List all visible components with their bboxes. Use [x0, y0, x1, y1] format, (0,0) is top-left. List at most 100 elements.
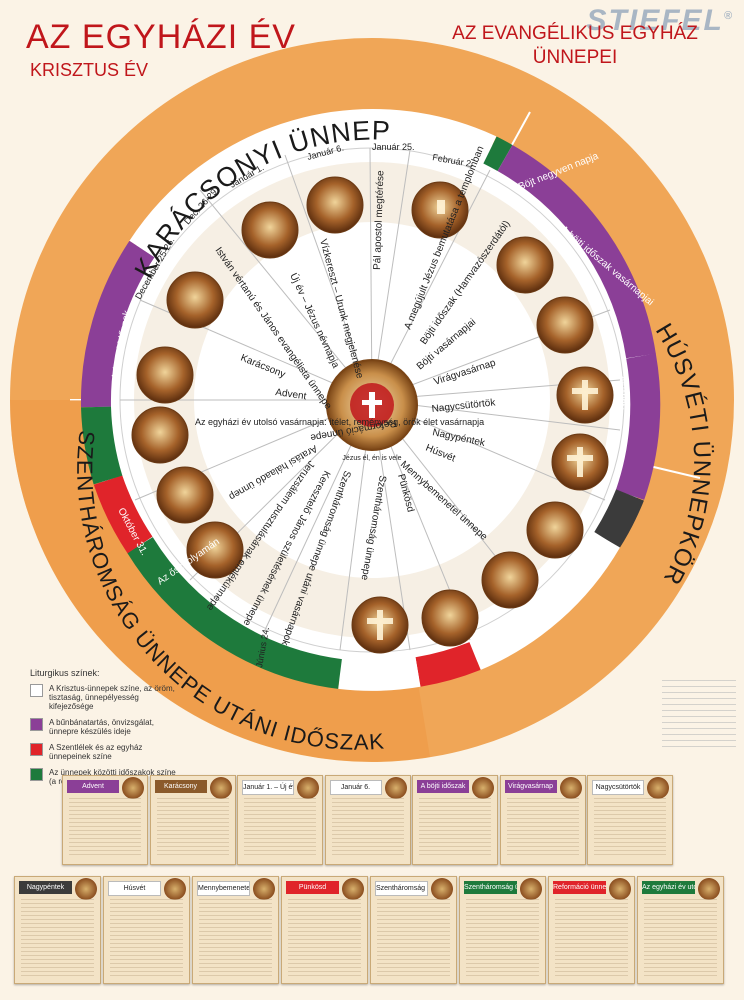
center-motto: Jézus él, én is vele	[342, 455, 401, 462]
legend-swatch	[30, 743, 43, 756]
feast-card-icon	[342, 878, 364, 900]
date-dec26: Dec. 26-29.	[182, 185, 221, 226]
medallion-presentation	[411, 181, 469, 239]
liturgical-color-band	[80, 108, 661, 691]
medallion-lent	[496, 236, 554, 294]
feast-jeruzsalem: Jeruzsálem pusztulásának emlékünnepe	[204, 458, 317, 613]
legend-item: A Szentlélek és az egyház ünnepeinek szí…	[30, 743, 180, 761]
band-pentecost	[415, 641, 481, 687]
band-label-holy-week: Nagyhét	[616, 375, 629, 410]
feast-nagycsutortok: Nagycsütörtök	[431, 397, 497, 415]
feast-card: A böjti időszak	[412, 775, 498, 865]
feast-pal: Pál apostol megtérése	[372, 170, 386, 270]
date-dec25: December 25-26.	[133, 236, 176, 301]
feast-card: Szentháromság ünnepe	[370, 876, 457, 984]
feast-card-text	[555, 899, 628, 977]
feast-card-title: Advent	[67, 780, 119, 793]
band-easter-white	[469, 532, 620, 670]
feast-card-icon	[164, 878, 186, 900]
feast-card-title: Virágvasárnap	[504, 780, 557, 793]
legend-swatch	[30, 684, 43, 697]
feast-card-icon	[520, 878, 542, 900]
medallion-harvest	[156, 466, 214, 524]
band-label-advent: Adventi időszak	[110, 309, 133, 381]
band-last-sunday	[81, 406, 123, 485]
quadrant-divider-top	[371, 111, 531, 401]
feast-vizkereszt: Vízkereszt – Urunk megjelenése	[317, 238, 365, 380]
feast-punkosd: Pünkösd	[395, 473, 416, 513]
band-label-oct31: Október 31.	[115, 506, 149, 557]
feast-szenthar-utan: Szentháromság ünnepe utáni vasárnapok	[279, 469, 353, 648]
feast-card-icon	[297, 777, 319, 799]
date-jan25: Január 25.	[372, 142, 415, 152]
feast-card: Húsvét	[103, 876, 190, 984]
medallion-christmas	[166, 271, 224, 329]
band-label-lent-start: Böjt negyven napja	[517, 151, 600, 193]
band-lent	[497, 144, 656, 359]
feast-card-title: Nagypéntek	[19, 881, 72, 894]
brand-logo: STIEFEL®	[586, 4, 734, 37]
feast-card-text	[21, 899, 94, 977]
quadrant-divider-right	[371, 399, 701, 479]
feast-card-icon	[472, 777, 494, 799]
date-jan1: Január 1.	[228, 162, 266, 189]
band-trinity-white	[338, 657, 421, 691]
outer-ring	[10, 38, 734, 762]
inner-disc	[89, 117, 655, 683]
feast-card: Reformáció ünnepe	[548, 876, 635, 984]
feast-card: Virágvasárnap	[499, 775, 586, 865]
legend: Liturgikus színek: A Krisztus-ünnepek sz…	[30, 668, 180, 793]
legend-swatch	[30, 718, 43, 731]
church-title-line-1: AZ EVANGÉLIKUS EGYHÁZ	[452, 23, 698, 44]
medallion-good-friday	[551, 433, 609, 491]
medallion-maundy-thursday	[556, 366, 614, 424]
feast-card-text	[377, 899, 450, 977]
feast-jezus-neve: Új év – Jézus névnapja	[287, 271, 343, 371]
feast-nagypentek: Nagypéntek	[431, 427, 486, 449]
medallion-last-sunday	[131, 406, 189, 464]
feast-card-icon	[384, 777, 407, 799]
feast-card: Mennybemenetel	[192, 876, 279, 984]
feast-card-text	[110, 899, 183, 977]
medallion-ascension	[481, 551, 539, 609]
legend-heading: Liturgikus színek:	[30, 668, 100, 678]
page-subtitle: KRISZTUS ÉV	[30, 60, 149, 80]
feast-card-text	[331, 798, 404, 858]
feast-card-icon	[647, 777, 669, 799]
feast-card: Január 6.	[324, 775, 411, 865]
feast-card: Nagycsütörtök	[587, 775, 673, 865]
feast-card-text	[466, 899, 539, 977]
feast-card-text	[199, 899, 272, 977]
feast-utolso: Az egyházi év utolsó vasárnapja: ítélet,…	[195, 417, 484, 427]
feast-keresztelo: Keresztelő János születésének ünnepe	[240, 469, 332, 628]
feast-card-icon	[75, 878, 97, 900]
date-feb2: Február 2.	[432, 152, 475, 169]
band-label-lent-sundays: A böjti időszak vasárnapjai	[558, 224, 655, 308]
band-advent	[80, 240, 155, 408]
medallion-track	[134, 162, 610, 638]
feast-card-title: Pünkösd	[286, 881, 339, 894]
band-reformation	[93, 474, 153, 554]
legend-item: A bűnbánatartás, önvizsgálat, ünnepre ké…	[30, 718, 180, 736]
feast-istvan: István vértanú és János evangélista ünne…	[213, 245, 334, 412]
feast-card-icon	[559, 777, 582, 799]
feast-card: Szentháromság ünnepe utáni vasárnapok	[459, 876, 546, 984]
medallion-palm-sunday	[536, 296, 594, 354]
feast-card-text	[506, 798, 579, 858]
feast-szenthar: Szentháromság ünnepe	[359, 474, 388, 581]
medallions	[131, 176, 614, 654]
feast-card: Advent	[62, 775, 148, 865]
feast-card: Az egyházi év utolsó vasárnapja	[637, 876, 724, 984]
period-easter: HÚSVÉTI ÜNNEPKÖR	[650, 319, 714, 590]
legend-item: A Krisztus-ünnepek színe, az öröm, tiszt…	[30, 684, 180, 711]
feast-card-icon	[698, 878, 720, 900]
feast-card-text	[594, 798, 666, 858]
feast-advent: Advent	[275, 387, 308, 402]
feast-card: Január 1. – Új év ünnepe	[237, 775, 323, 865]
feast-card-text	[69, 798, 141, 858]
feast-reformacio: Reformáció ünnepe	[309, 417, 397, 443]
feast-card-text	[288, 899, 361, 977]
feast-card-title: A böjti időszak	[417, 780, 469, 793]
church-title: AZ EVANGÉLIKUS EGYHÁZ ÜNNEPEI	[440, 22, 710, 70]
feast-card: Karácsony	[149, 775, 236, 865]
